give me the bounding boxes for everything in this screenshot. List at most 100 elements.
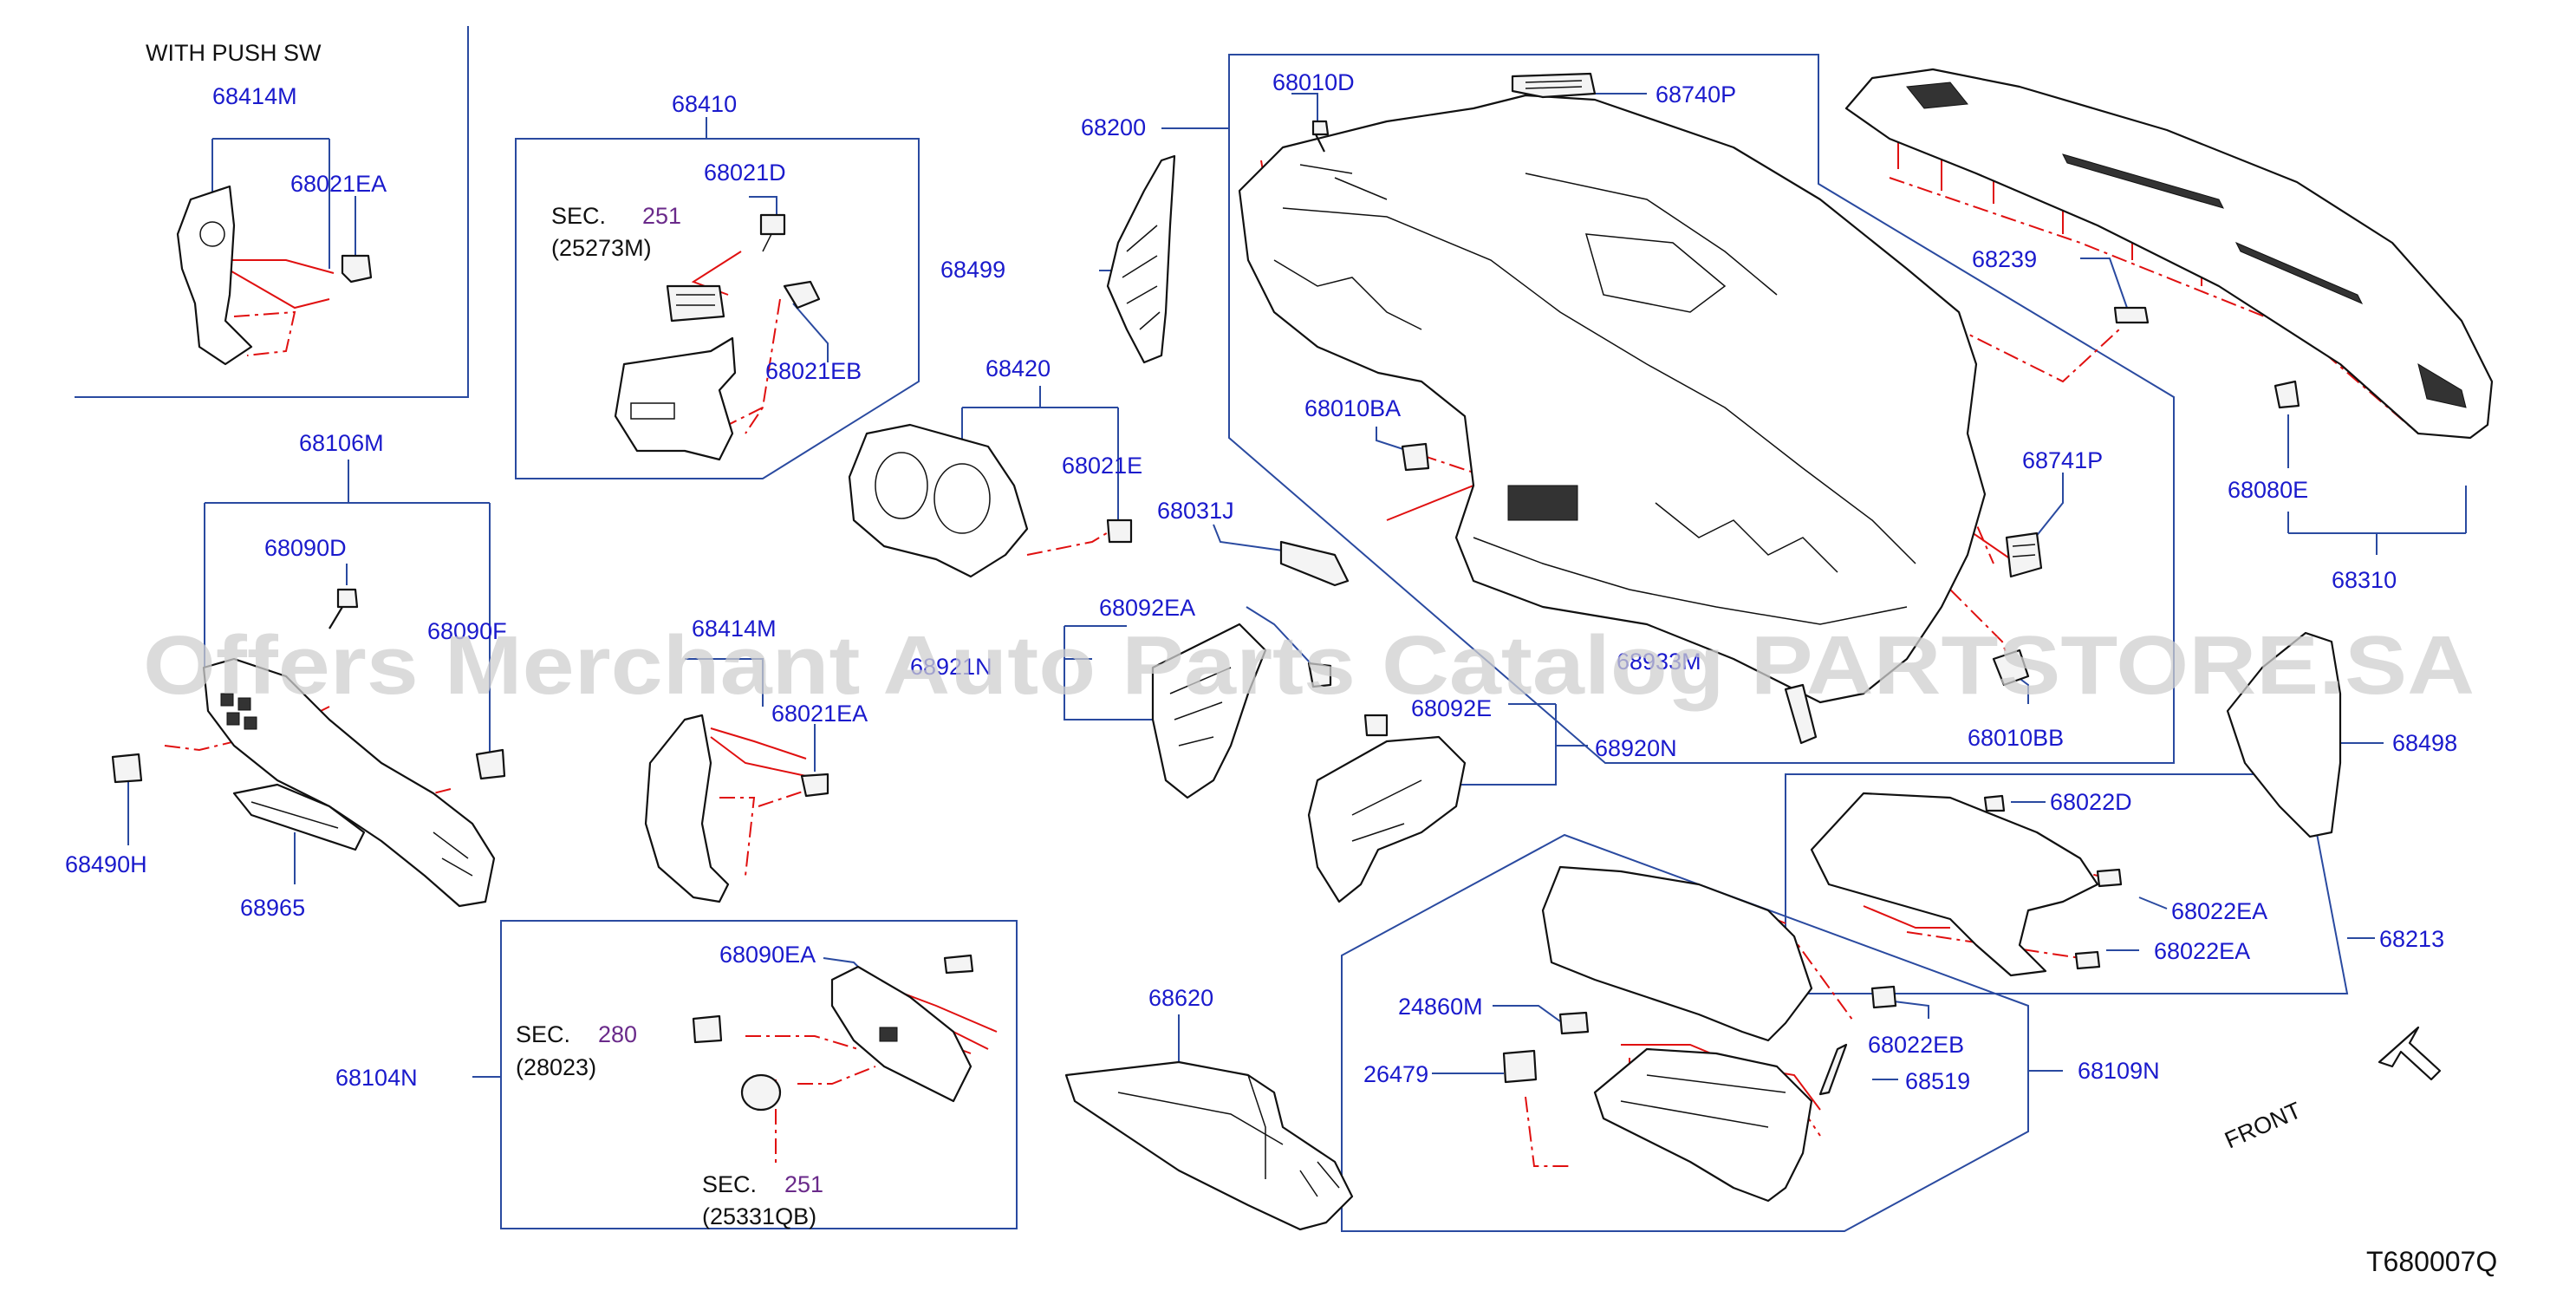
sec-251-lower-ref: (25331QB) [702,1203,816,1229]
part-68021EA-clip-pushsw [341,254,373,284]
part-68021EA-clip [800,773,829,798]
part-68092E-clip [1363,714,1389,737]
part-68090D-screw [329,588,359,629]
label-68965: 68965 [240,895,305,921]
label-68920N: 68920N [1595,735,1677,761]
part-68499-side-panel [1106,154,1176,364]
label-68414M-top: 68414M [212,83,297,109]
part-68490H-switch [111,753,143,784]
label-68021EA-top: 68021EA [290,171,387,197]
part-68239-cover [2113,306,2150,324]
label-68498: 68498 [2392,730,2457,756]
label-68741P: 68741P [2022,447,2103,473]
part-68414M-side-panel [644,714,730,903]
part-sec251-switch [666,284,725,323]
part-68109N-glove-box-frame [1541,865,1813,1042]
group-parts [111,68,2494,1231]
label-68933M: 68933M [1617,649,1701,675]
label-68620: 68620 [1148,985,1213,1011]
label-68090F: 68090F [427,618,507,644]
frame-68104N [500,920,1018,1229]
sec-251-upper-prefix: SEC. [551,203,606,229]
group-labels: WITH PUSH SW 68414M 68021EA 68410 68021D… [65,40,2497,1277]
sec-251-lower-number: 251 [784,1171,823,1197]
part-24860M-harness [1558,1011,1590,1035]
label-68021EB: 68021EB [765,358,862,384]
label-68021E: 68021E [1062,453,1142,479]
part-68213-lower-panel [1810,792,2099,977]
part-68031J-duct [1279,540,1350,587]
label-68104N: 68104N [335,1065,418,1091]
part-68022D-screw [1983,794,2006,812]
part-68104N-switch-panel [830,965,973,1103]
part-68740P-cover [1511,72,1597,99]
part-68933M-duct [1784,683,1818,745]
label-68080E: 68080E [2228,477,2308,503]
label-68022EA-upper: 68022EA [2171,898,2267,924]
part-68021EB-clip [783,280,821,310]
label-68410: 68410 [672,91,737,117]
part-68090F-clip [475,748,506,780]
part-68410-finisher [614,336,737,461]
frame-68109N [1341,833,2029,1232]
front-label: FRONT [2221,1097,2305,1153]
part-68022EA-clip-upper [2096,868,2123,888]
part-68965-bracket [232,783,366,851]
part-68109N-glove-box-lower [1593,1047,1813,1203]
part-68420-meter-hood [848,423,1029,578]
label-68021EA-mid: 68021EA [771,701,868,727]
part-68022EB-clip [1870,985,1897,1009]
part-68414M-side-panel-pushsw [176,185,253,366]
label-68420: 68420 [986,355,1051,381]
sec-251-upper-ref: (25273M) [551,235,652,261]
sec-251-lower-prefix: SEC. [702,1171,757,1197]
part-68010D-bolt [1311,120,1330,153]
front-arrow-icon [2378,1026,2442,1081]
sec-280-number: 280 [598,1021,637,1047]
part-sec251-switch-lower [740,1073,782,1112]
part-68106M-lower-panel [202,657,496,908]
label-68022EA-lower: 68022EA [2154,938,2250,964]
label-68022EB: 68022EB [1868,1032,1964,1058]
group-frames [75,26,2349,1232]
label-68490H: 68490H [65,851,147,877]
part-sec280-socket [692,1014,723,1044]
label-68092E: 68092E [1411,695,1492,721]
sec-251-upper-number: 251 [642,203,681,229]
label-68213: 68213 [2379,926,2444,952]
part-68519-pin [1818,1043,1848,1096]
with-push-sw-label: WITH PUSH SW [146,40,322,66]
label-68200: 68200 [1081,114,1146,140]
group-leaders [127,93,2467,1080]
label-68090EA: 68090EA [719,942,816,968]
label-26479: 26479 [1363,1061,1428,1087]
part-68920N-lower-panel [1307,735,1467,903]
label-68239: 68239 [1972,246,2037,272]
label-68022D: 68022D [2050,789,2132,815]
part-68021D-screw [759,213,786,236]
label-68109N: 68109N [2078,1058,2160,1084]
part-68010BA-bracket [1401,442,1430,472]
part-26479-lamp [1502,1049,1538,1084]
frame-68410 [515,138,920,479]
part-68090EA-clip [943,954,974,975]
sec-280-prefix: SEC. [516,1021,570,1047]
label-68010BA: 68010BA [1304,395,1401,421]
label-68031J: 68031J [1157,498,1234,524]
label-68021D: 68021D [704,160,786,186]
label-68010BB: 68010BB [1968,725,2064,751]
part-68498-side-cover [2226,631,2342,838]
label-68499: 68499 [940,257,1005,283]
frame-68200 [1228,54,2175,764]
part-68022EA-clip-lower [2074,950,2101,970]
label-68310: 68310 [2332,567,2397,593]
sec-280-ref: (28023) [516,1054,596,1080]
part-68620-glove-box [1064,1060,1354,1231]
label-68010D: 68010D [1272,69,1355,95]
label-68092EA: 68092EA [1099,595,1195,621]
label-68090D: 68090D [264,535,347,561]
label-24860M: 24860M [1398,994,1483,1020]
part-68310-top-cover [1844,68,2494,440]
